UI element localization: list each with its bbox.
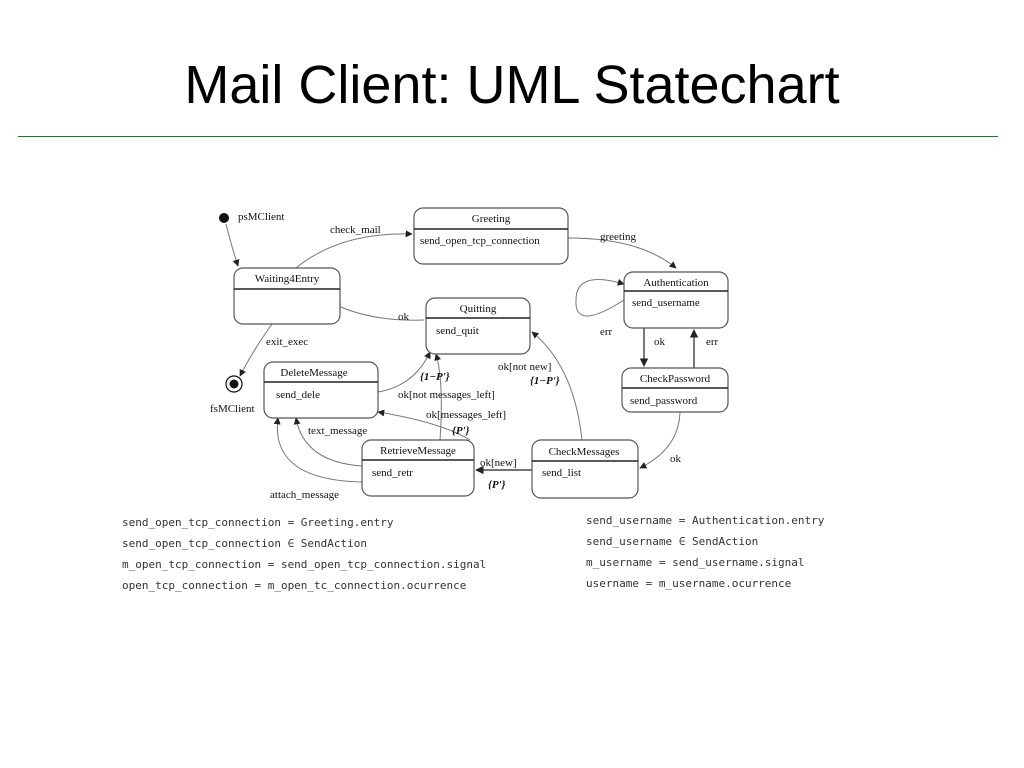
state-action: send_open_tcp_connection xyxy=(420,235,540,247)
label-auth-ok: ok xyxy=(654,336,666,348)
equation-left-1: send_open_tcp_connection = Greeting.entr… xyxy=(122,516,394,529)
state-waiting4entry: Waiting4Entry xyxy=(233,267,341,325)
equation-right-2: send_username ∈ SendAction xyxy=(586,535,759,548)
edge-quit-ok xyxy=(333,303,425,321)
label-prob-dele-quit: {1−P'} xyxy=(420,371,450,383)
equation-right-3: m_username = send_username.signal xyxy=(586,556,805,569)
state-retrievemessage: RetrieveMessage send_retr xyxy=(361,439,475,497)
label-prob-left: {P'} xyxy=(452,425,470,437)
statechart-diagram: psMClient fsMClient check_mail greeting … xyxy=(210,207,729,501)
edge-checkmessages-not-new xyxy=(531,331,583,441)
state-action: send_quit xyxy=(436,325,479,337)
label-pw-ok: ok xyxy=(670,453,682,465)
state-deletemessage: DeleteMessage send_dele xyxy=(263,361,379,419)
label-text-message: text_message xyxy=(308,425,367,437)
state-name: Greeting xyxy=(472,213,511,225)
state-authentication: Authentication send_username xyxy=(623,271,729,329)
initial-state-label: psMClient xyxy=(238,211,284,223)
label-not-left: ok[not messages_left] xyxy=(398,389,495,401)
label-auth-err: err xyxy=(600,326,613,338)
equation-left-3: m_open_tcp_connection = send_open_tcp_co… xyxy=(122,558,487,571)
edge-dele-to-quit xyxy=(377,351,431,393)
edge-greeting xyxy=(567,237,677,269)
slide-title: Mail Client: UML Statechart xyxy=(184,55,840,115)
state-action: send_dele xyxy=(276,389,320,401)
equation-left-4: open_tcp_connection = m_open_tc_connecti… xyxy=(122,579,467,592)
label-greeting: greeting xyxy=(600,231,637,243)
state-quitting: Quitting send_quit xyxy=(425,297,531,355)
edge-exit-exec xyxy=(239,323,273,377)
state-checkmessages: CheckMessages send_list xyxy=(531,439,639,499)
state-name: Waiting4Entry xyxy=(255,273,320,285)
state-name: Authentication xyxy=(643,277,709,289)
state-action: send_list xyxy=(542,467,581,479)
state-greeting: Greeting send_open_tcp_connection xyxy=(413,207,569,265)
state-name: CheckPassword xyxy=(640,373,711,385)
label-not-new: ok[not new] xyxy=(498,361,551,373)
state-name: RetrieveMessage xyxy=(380,445,456,457)
edge-initial-to-waiting xyxy=(225,223,240,267)
label-check-mail: check_mail xyxy=(330,224,381,236)
equation-left-2: send_open_tcp_connection ∈ SendAction xyxy=(122,537,368,550)
label-exit-exec: exit_exec xyxy=(266,336,308,348)
state-name: CheckMessages xyxy=(549,446,620,458)
label-pw-err: err xyxy=(706,336,719,348)
initial-state-dot xyxy=(219,213,229,223)
edge-auth-err-self xyxy=(575,278,625,317)
label-attach-message: attach_message xyxy=(270,489,339,501)
edge-text-message xyxy=(293,417,363,467)
label-prob-not-new: {1−P'} xyxy=(530,375,560,387)
equation-right-4: username = m_username.ocurrence xyxy=(586,577,792,590)
state-name: DeleteMessage xyxy=(280,367,347,379)
edge-retrieve-left xyxy=(377,409,471,441)
edge-retrieve-not-left xyxy=(434,353,442,441)
edge-attach-message xyxy=(273,417,363,483)
final-state-dot xyxy=(229,379,239,389)
title-divider xyxy=(18,136,998,137)
state-checkpassword: CheckPassword send_password xyxy=(621,367,729,413)
label-prob-new: {P'} xyxy=(488,479,506,491)
state-name: Quitting xyxy=(460,303,497,315)
label-quit-ok: ok xyxy=(398,311,410,323)
label-left: ok[messages_left] xyxy=(426,409,506,421)
label-ok-new: ok[new] xyxy=(480,457,517,469)
state-action: send_password xyxy=(630,395,698,407)
state-action: send_retr xyxy=(372,467,413,479)
equation-right-1: send_username = Authentication.entry xyxy=(586,514,825,527)
final-state-label: fsMClient xyxy=(210,403,255,415)
edge-check-mail xyxy=(295,230,413,269)
edge-checkpassword-ok xyxy=(639,409,681,469)
state-action: send_username xyxy=(632,297,700,309)
